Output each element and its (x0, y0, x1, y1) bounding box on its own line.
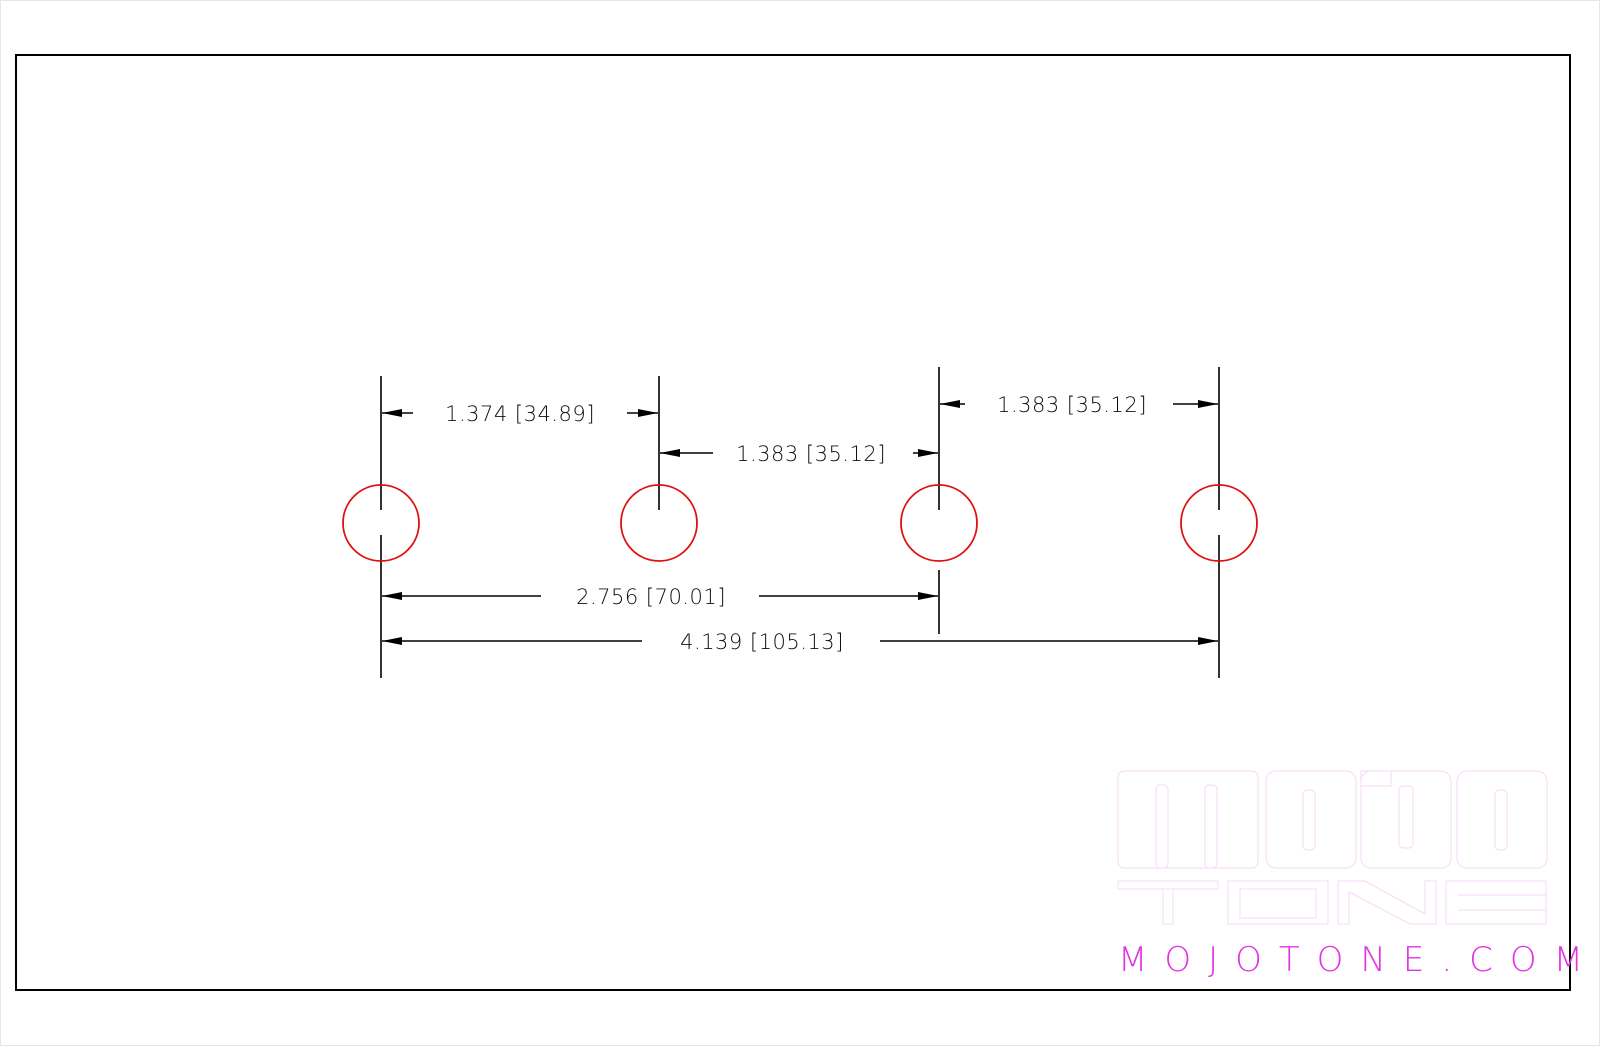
extension-lines (380, 367, 1220, 678)
dimension-label: 1.383 [35.12] (736, 442, 886, 466)
dimension-label: 1.383 [35.12] (997, 393, 1147, 417)
dimension-label: 4.139 [105.13] (680, 630, 844, 654)
dimension-label: 2.756 [70.01] (576, 585, 726, 609)
hole-2 (620, 484, 698, 562)
hole-4 (1180, 484, 1258, 562)
logo-url: MOJOTONE.COM (1118, 940, 1600, 980)
hole-3 (900, 484, 978, 562)
mounting-holes (342, 484, 1258, 562)
hole-1 (342, 484, 420, 562)
dimension-label: 1.374 [34.89] (445, 402, 595, 426)
logo-word-tone (1117, 880, 1547, 925)
drawing-border (15, 54, 1571, 991)
logo-word-mojo (1117, 770, 1548, 869)
mojotone-logo (1117, 770, 1548, 925)
